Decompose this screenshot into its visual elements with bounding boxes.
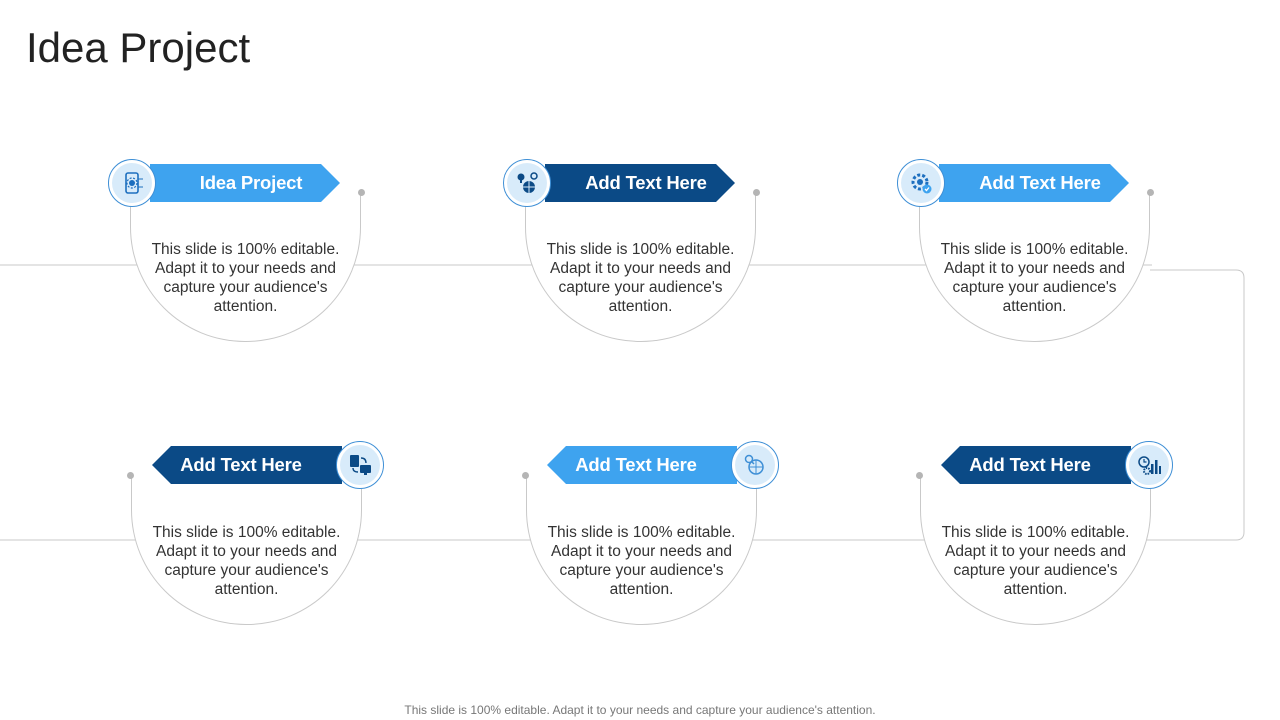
step-description: This slide is 100% editable. Adapt it to… bbox=[152, 524, 341, 598]
gear-check-icon bbox=[911, 173, 932, 194]
step-icon-3 bbox=[897, 159, 945, 207]
page-title: Idea Project bbox=[26, 24, 251, 71]
step-label-text: Add Text Here bbox=[585, 172, 707, 193]
step-label-1: Idea Project bbox=[150, 164, 340, 202]
mobile-gear-icon bbox=[125, 172, 143, 194]
step-label-2: Add Text Here bbox=[545, 164, 735, 202]
step-description: This slide is 100% editable. Adapt it to… bbox=[547, 524, 736, 598]
step-icon-1 bbox=[108, 159, 156, 207]
step-icon-5 bbox=[731, 441, 779, 489]
step-description: This slide is 100% editable. Adapt it to… bbox=[940, 241, 1129, 315]
connector-dot bbox=[916, 472, 923, 479]
step-icon-4 bbox=[336, 441, 384, 489]
step-description: This slide is 100% editable. Adapt it to… bbox=[941, 524, 1130, 598]
idea-globe-icon bbox=[517, 172, 538, 193]
step-description: This slide is 100% editable. Adapt it to… bbox=[546, 241, 735, 315]
step-label-6: Add Text Here bbox=[941, 446, 1131, 484]
step-label-5: Add Text Here bbox=[547, 446, 737, 484]
step-icon-2 bbox=[503, 159, 551, 207]
step-label-text: Idea Project bbox=[199, 172, 303, 193]
devices-sync-icon bbox=[350, 455, 371, 475]
chart-gear-icon bbox=[1138, 456, 1161, 475]
step-card-1: This slide is 100% editable. Adapt it to… bbox=[130, 190, 361, 342]
connector-dot bbox=[522, 472, 529, 479]
step-label-text: Add Text Here bbox=[180, 454, 302, 475]
step-label-text: Add Text Here bbox=[969, 454, 1091, 475]
step-label-3: Add Text Here bbox=[939, 164, 1129, 202]
step-label-4: Add Text Here bbox=[152, 446, 342, 484]
connector-dot bbox=[358, 189, 365, 196]
step-description: This slide is 100% editable. Adapt it to… bbox=[151, 241, 340, 315]
loop-connector-line bbox=[0, 269, 1245, 541]
connector-dot bbox=[1147, 189, 1154, 196]
search-globe-icon bbox=[744, 454, 764, 475]
footer-note: This slide is 100% editable. Adapt it to… bbox=[404, 703, 876, 717]
step-label-text: Add Text Here bbox=[575, 454, 697, 475]
connector-dot bbox=[127, 472, 134, 479]
connector-dot bbox=[753, 189, 760, 196]
step-label-text: Add Text Here bbox=[979, 172, 1101, 193]
step-icon-6 bbox=[1125, 441, 1173, 489]
